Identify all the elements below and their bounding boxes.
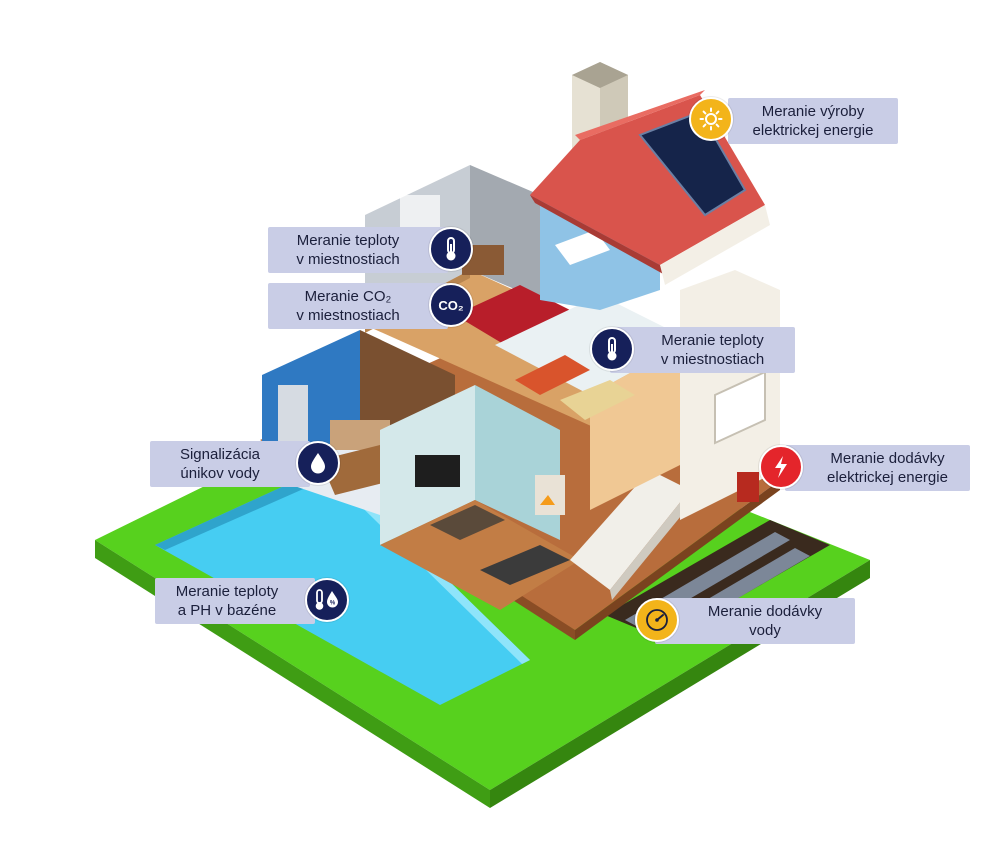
living-room xyxy=(380,385,580,610)
sun-icon xyxy=(689,97,733,141)
thermometer-icon xyxy=(429,227,473,271)
label-temp-upper: Meranie teploty v miestnostiach xyxy=(268,227,448,273)
thermometer-icon xyxy=(590,327,634,371)
gauge-icon xyxy=(635,598,679,642)
lightning-icon xyxy=(759,445,803,489)
thermo-ph-icon: % xyxy=(305,578,349,622)
label-co2: Meranie CO₂ v miestnostiach xyxy=(268,283,448,329)
solar-panel xyxy=(638,110,747,217)
stairs xyxy=(570,470,690,600)
label-solar: Meranie výroby elektrickej energie xyxy=(728,98,898,144)
label-temp-living: Meranie teploty v miestnostiach xyxy=(610,327,795,373)
label-power: Meranie dodávky elektrickej energie xyxy=(785,445,970,491)
water-drop-icon xyxy=(296,441,340,485)
label-water: Meranie dodávky vody xyxy=(655,598,855,644)
label-pool: Meranie teploty a PH v bazéne xyxy=(155,578,315,624)
co2-icon: CO₂ xyxy=(429,283,473,327)
label-leak: Signalizácia únikov vody xyxy=(150,441,310,487)
svg-text:%: % xyxy=(330,601,336,607)
